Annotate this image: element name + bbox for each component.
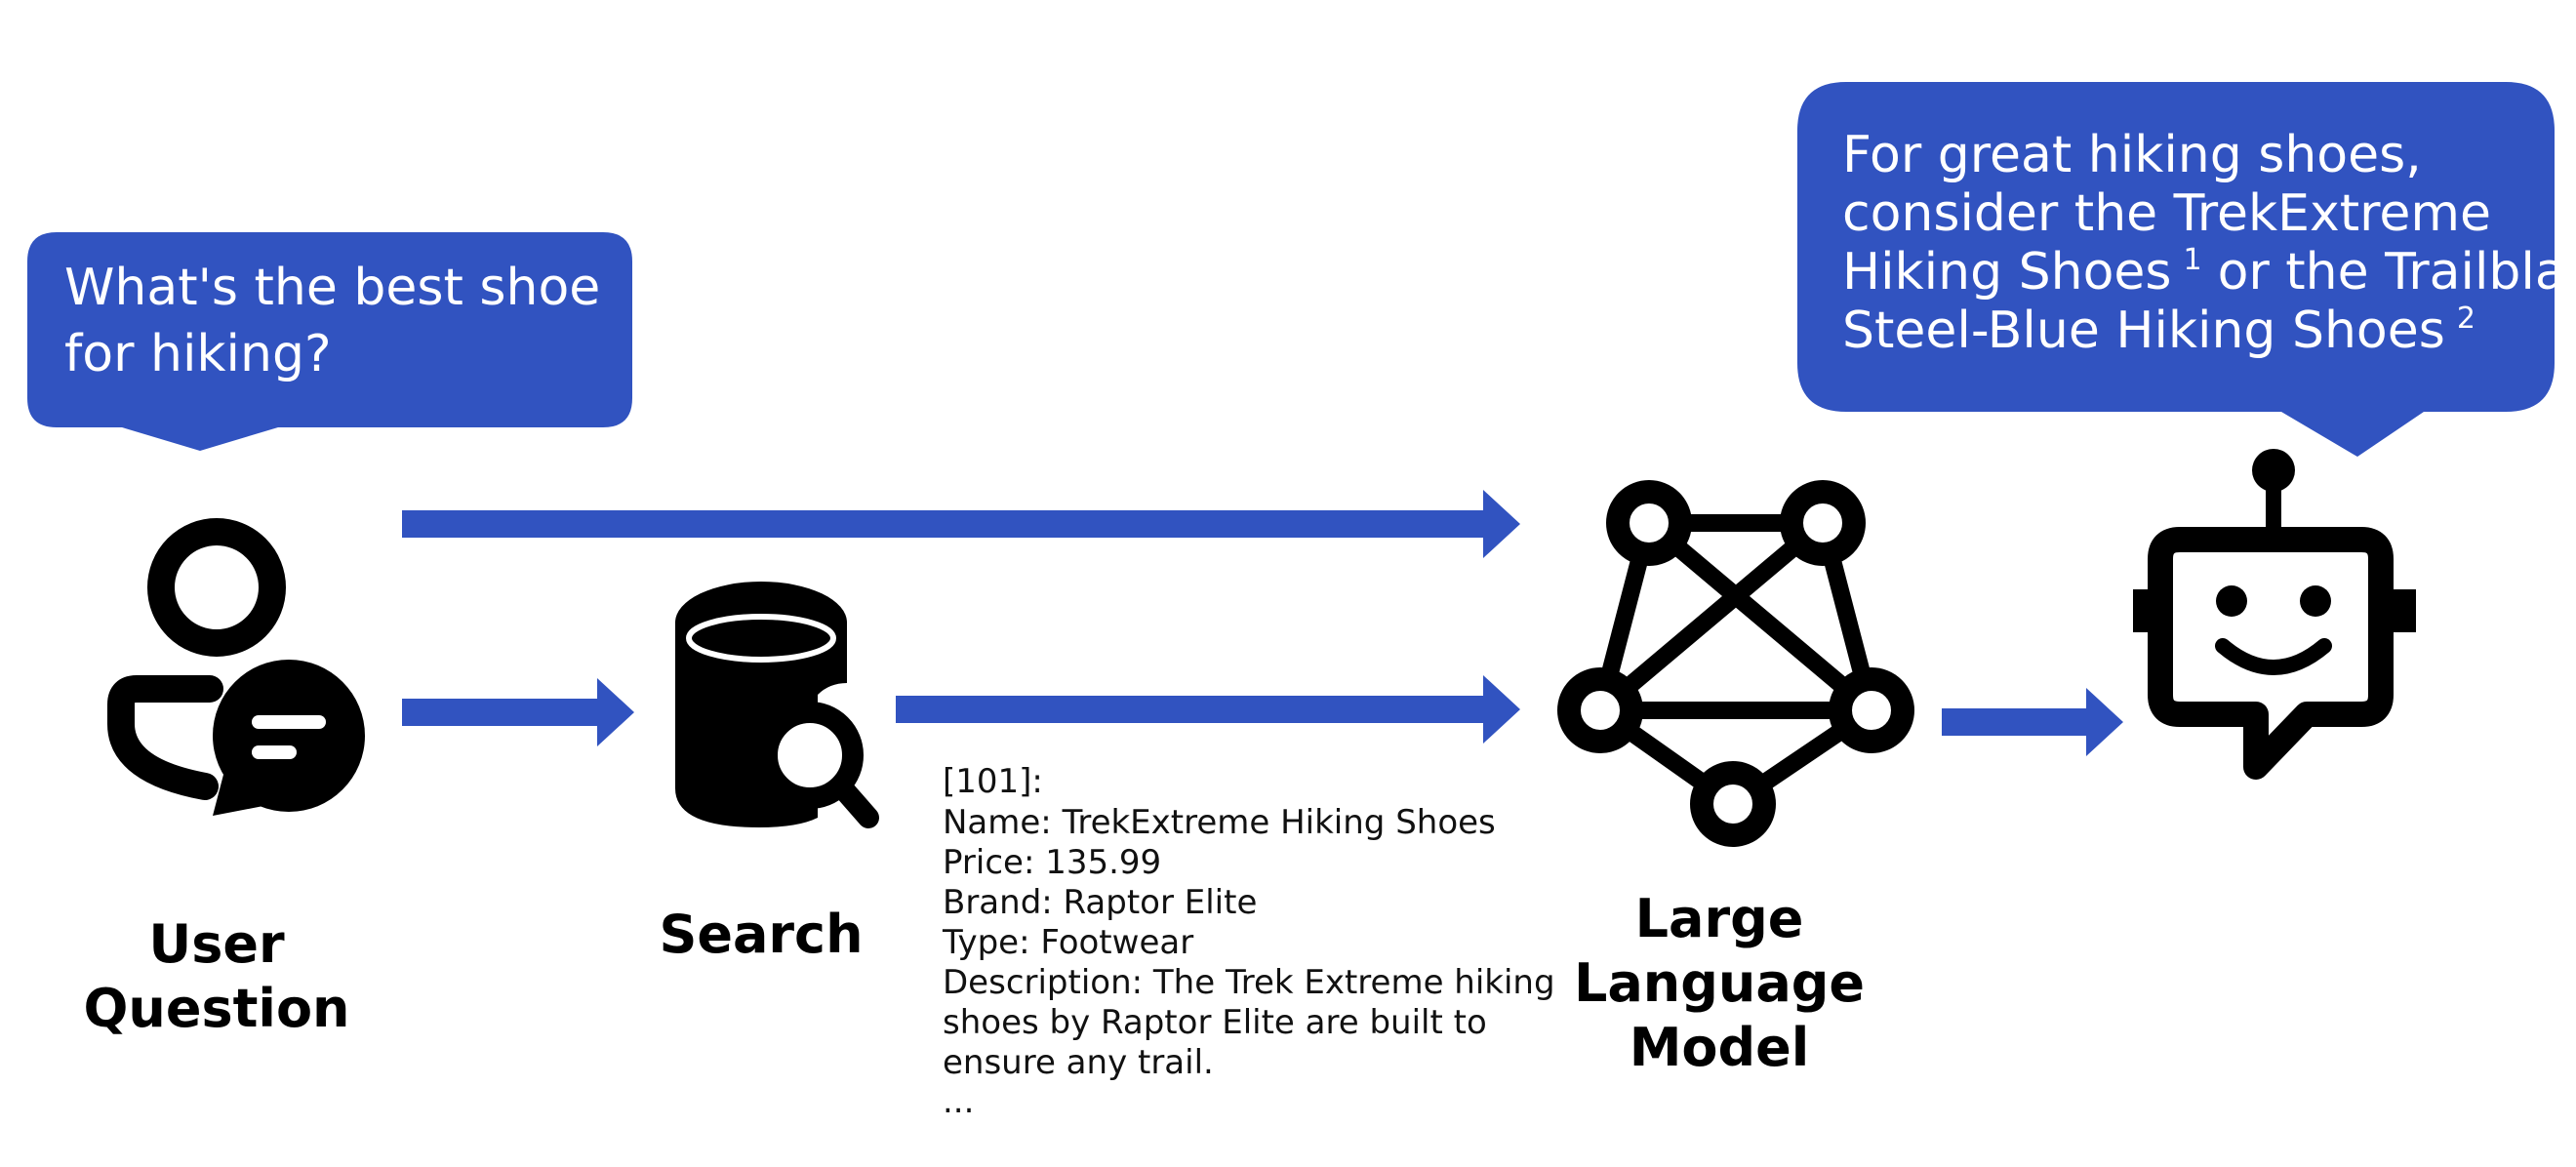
citation-2: 2: [2457, 302, 2475, 336]
answer-line-4: Steel-Blue Hiking Shoes 2: [1842, 302, 2475, 360]
user-chat-icon: [107, 518, 365, 816]
answer-line-3-part-b: or the Trailblaze: [2218, 243, 2576, 302]
robot-ear-right: [2391, 589, 2416, 632]
network-nodes: [1557, 480, 1914, 847]
arrow-llm-to-bot: [1942, 688, 2123, 756]
search-result-line-7: shoes by Raptor Elite are built to: [943, 1003, 1487, 1042]
question-line-2: for hiking?: [64, 325, 332, 383]
robot-antenna-ball: [2252, 449, 2295, 492]
robot-eye-right: [2300, 585, 2331, 617]
answer-line-4-part-a: Steel-Blue Hiking Shoes: [1842, 302, 2445, 360]
user-question-label-line-1: User: [148, 913, 285, 975]
chat-tail: [213, 771, 263, 816]
robot-head: [2148, 527, 2394, 780]
magnifier-ring: [756, 702, 864, 809]
robot-smile: [2215, 638, 2332, 675]
chat-line-1: [252, 715, 326, 729]
search-result-line-3: Price: 135.99: [943, 843, 1161, 882]
robot-chat-icon: [2133, 449, 2416, 780]
llm-label-line-3: Model: [1630, 1017, 1810, 1078]
chat-line-2: [252, 745, 297, 759]
answer-line-1: For great hiking shoes,: [1842, 126, 2422, 184]
llm-label-line-1: Large: [1635, 888, 1804, 949]
search-result-line-6: Description: The Trek Extreme hiking: [943, 963, 1555, 1002]
chat-circle: [213, 660, 365, 812]
question-line-1: What's the best shoe: [64, 259, 600, 317]
database-top-rim: [686, 614, 836, 663]
search-label: Search: [659, 904, 863, 965]
user-head: [147, 518, 286, 657]
robot-antenna-stem: [2266, 478, 2281, 533]
llm-label-line-2: Language: [1574, 952, 1865, 1014]
robot-eye-left: [2216, 585, 2247, 617]
database-search-icon: [675, 582, 879, 828]
search-result-line-4: Brand: Raptor Elite: [943, 883, 1257, 922]
search-result-line-8: ensure any trail.: [943, 1043, 1214, 1082]
search-result-document: [101]: Name: TrekExtreme Hiking Shoes Pr…: [942, 762, 1555, 1121]
citation-1: 1: [2183, 243, 2201, 277]
arrow-user-to-search: [402, 678, 634, 746]
search-result-line-5: Type: Footwear: [942, 923, 1193, 962]
question-bubble: What's the best shoe for hiking?: [27, 232, 632, 451]
user-body: [107, 675, 223, 800]
search-result-line-1: [101]:: [943, 762, 1043, 801]
search-result-line-2: Name: TrekExtreme Hiking Shoes: [943, 803, 1496, 842]
database-top: [675, 582, 847, 664]
search-result-line-9: ...: [943, 1082, 974, 1121]
question-bubble-shape: [27, 232, 632, 451]
network-graph-icon: [1557, 480, 1914, 847]
magnifier-handle: [830, 776, 879, 828]
answer-bubble: For great hiking shoes, consider the Tre…: [1797, 82, 2576, 457]
answer-line-2: consider the TrekExtreme: [1842, 184, 2491, 243]
user-question-label-line-2: Question: [84, 978, 350, 1039]
answer-line-3: Hiking Shoes 1 or the Trailblaze: [1842, 243, 2576, 302]
arrow-search-to-llm: [896, 675, 1520, 744]
answer-bubble-shape: [1797, 82, 2555, 457]
answer-line-3-part-a: Hiking Shoes: [1842, 243, 2171, 302]
arrow-user-to-llm: [402, 490, 1520, 558]
arrows: [402, 490, 2123, 756]
